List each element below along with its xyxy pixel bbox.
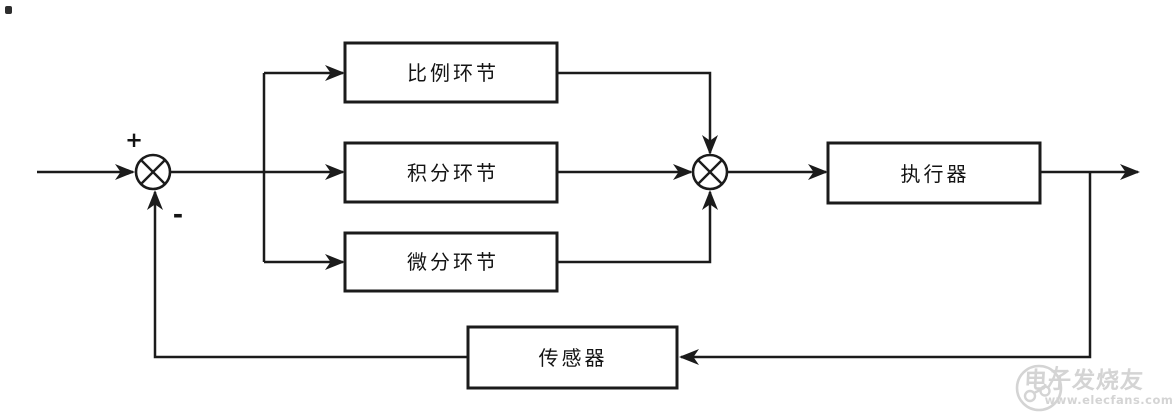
block-proportional-box [343, 41, 559, 104]
block-integral-box [343, 141, 559, 204]
connector-derivative-out [557, 190, 718, 264]
image-artifact-dot [5, 6, 12, 14]
block-derivative: 微分环节 [343, 231, 559, 293]
block-derivative-box [343, 231, 559, 293]
block-sensor: 传感器 [466, 325, 679, 390]
block-actuator: 执行器 [826, 141, 1042, 205]
block-proportional: 比例环节 [343, 41, 559, 104]
watermark-url: www.elecfans.com [1045, 393, 1172, 407]
block-actuator-label: 执行器 [901, 163, 970, 186]
block-integral-label: 积分环节 [407, 162, 499, 185]
block-integral: 积分环节 [343, 141, 559, 204]
block-sensor-box [466, 325, 679, 390]
block-actuator-box [826, 141, 1042, 205]
summing-junction-pid-sum [691, 153, 729, 191]
summing-junction-error [134, 153, 172, 191]
minus-sign-label: - [173, 200, 183, 229]
watermark-brand: 电子发烧友 [1023, 367, 1144, 394]
connector-output-feedback-down [679, 172, 1092, 365]
block-sensor-label: 传感器 [539, 347, 608, 370]
block-derivative-label: 微分环节 [407, 251, 499, 274]
elecfans-logo-icon [1015, 364, 1063, 412]
watermark: 电子发烧友 www.elecfans.com [1015, 364, 1172, 412]
plus-sign-label: + [125, 128, 143, 152]
connector-proportional-out [557, 71, 718, 155]
block-proportional-label: 比例环节 [407, 62, 499, 85]
connector-sensor-to-error [147, 190, 468, 359]
